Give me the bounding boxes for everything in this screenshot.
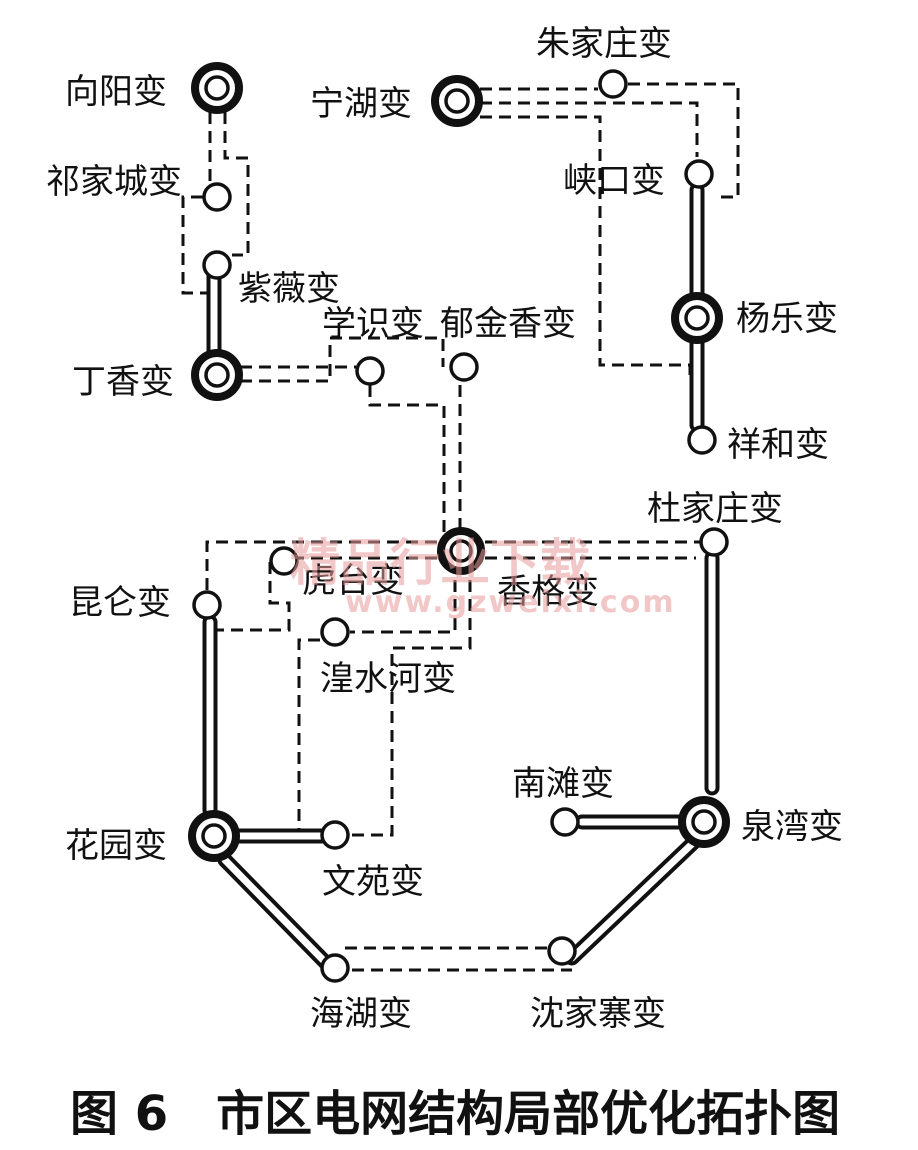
label-xiangyang: 向阳变	[65, 72, 167, 112]
label-haihu: 海湖变	[310, 994, 412, 1034]
dash-hutai-kunlun	[210, 562, 291, 632]
node-xianghe	[687, 425, 717, 455]
label-yujinxiang: 郁金香变	[440, 304, 576, 344]
node-yujinxiang	[449, 352, 479, 382]
node-ninghu	[431, 75, 483, 127]
label-quanwan: 泉湾变	[741, 807, 843, 847]
node-haihu	[320, 953, 350, 983]
node-hutai	[269, 546, 299, 576]
label-yangle: 杨乐变	[736, 299, 838, 339]
label-ninghu: 宁湖变	[310, 84, 412, 124]
label-ziwei: 紫薇变	[238, 269, 340, 309]
watermark-url: www.gzweixi.com	[345, 585, 676, 620]
node-xiangge	[437, 527, 485, 575]
node-huangshuihe	[320, 617, 350, 647]
node-qijiacheng	[202, 182, 232, 212]
label-xianghe: 祥和变	[727, 425, 829, 465]
dash-zhujiazhuang-xiakou	[628, 82, 740, 199]
dashed-links	[181, 82, 740, 972]
dash-xueshi-xiangge	[368, 385, 446, 532]
dash-dingxiang-yujinxiang	[240, 336, 445, 383]
dash-xiangyang-ziwei	[223, 112, 250, 257]
watermark: 精品行业下载 www.gzweixi.com	[290, 534, 676, 620]
node-nantan	[550, 807, 580, 837]
minor-substations	[192, 69, 729, 983]
dash-ninghu-xiakou	[480, 101, 699, 157]
dash-xiangge-kunlun	[205, 540, 437, 590]
station-labels: 向阳变 祁家城变 紫薇变 学识变 郁金香变 丁香变 宁湖变 朱家庄变 峡口变 杨…	[46, 24, 843, 1034]
node-dingxiang	[191, 349, 243, 401]
node-yangle	[671, 292, 723, 344]
watermark-title: 精品行业下载	[290, 534, 590, 592]
dash-qijiacheng-ziwei	[181, 195, 213, 295]
node-quanwan	[678, 796, 730, 848]
label-hutai: 虎台变	[302, 561, 404, 601]
node-huayuan	[188, 810, 240, 862]
label-dujiazhuang: 杜家庄变	[647, 489, 783, 529]
node-xiangyang	[191, 62, 243, 114]
solid-links	[202, 182, 720, 970]
dash-huangshuihe-wenyuan	[297, 638, 322, 837]
label-xiangge: 香格变	[497, 572, 599, 612]
label-qijiacheng: 祁家城变	[46, 162, 182, 202]
node-dujiazhuang	[699, 527, 729, 557]
node-wenyuan	[320, 820, 350, 850]
label-nantan: 南滩变	[512, 764, 614, 804]
label-dingxiang: 丁香变	[72, 362, 174, 402]
label-xiakou: 峡口变	[563, 161, 665, 201]
node-ziwei	[202, 250, 232, 280]
dash-xiangge-wenyuan	[350, 580, 472, 837]
label-xueshi: 学识变	[322, 304, 424, 344]
label-shenjiazhai: 沈家寨变	[530, 994, 666, 1034]
node-xiakou	[684, 159, 714, 189]
node-zhujiazhuang	[598, 69, 628, 99]
label-wenyuan: 文苑变	[322, 862, 424, 902]
label-kunlun: 昆仑变	[69, 583, 171, 623]
node-shenjiazhai	[547, 936, 577, 966]
major-substations	[188, 62, 730, 862]
node-xueshi	[355, 356, 385, 386]
label-zhujiazhuang: 朱家庄变	[536, 24, 672, 64]
figure-caption: 图 6 市区电网结构局部优化拓扑图	[70, 1086, 840, 1142]
label-huayuan: 花园变	[65, 826, 167, 866]
label-huangshuihe: 湟水河变	[320, 659, 456, 699]
dash-xiangge-huangshuihe	[350, 580, 457, 634]
node-kunlun	[192, 590, 222, 620]
